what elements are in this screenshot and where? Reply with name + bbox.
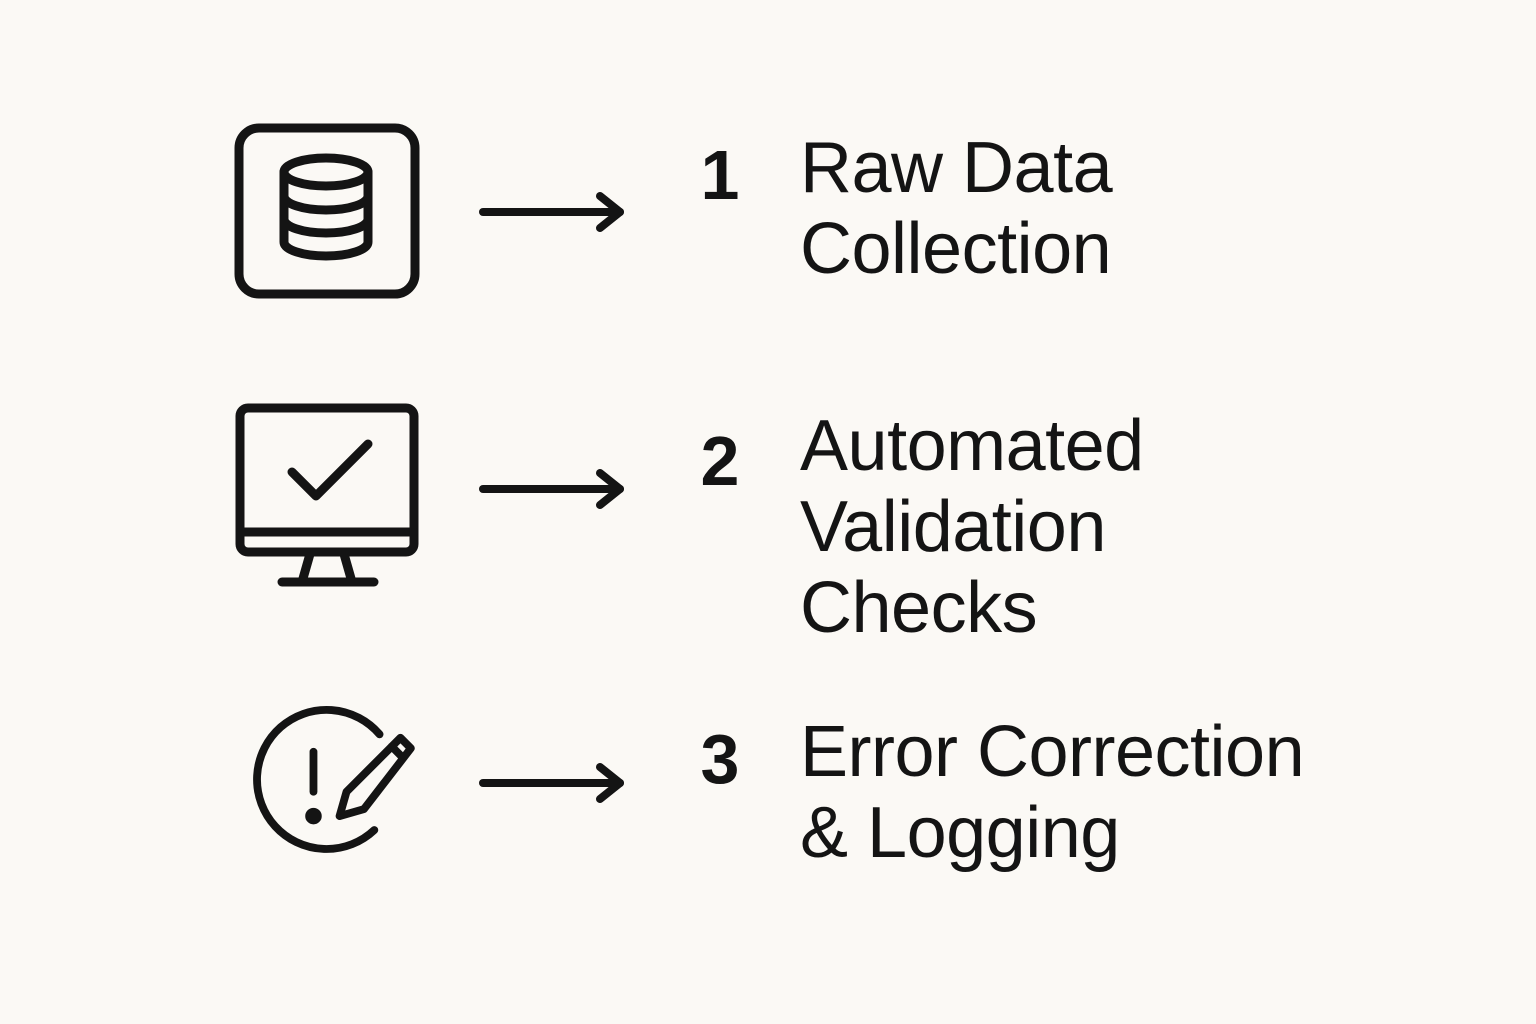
step-label-line: Raw Data	[800, 128, 1113, 208]
step-label: Automated Validation Checks	[800, 406, 1500, 649]
arrow-right-icon	[478, 763, 630, 803]
step-number: 1	[700, 136, 740, 214]
step-label-line: Collection	[800, 209, 1112, 289]
arrow-right-icon	[478, 192, 630, 232]
step-label-line: Validation	[800, 487, 1106, 567]
step-label-line: Automated	[800, 406, 1144, 486]
step-label-line: & Logging	[800, 793, 1120, 873]
step-number: 3	[700, 720, 740, 798]
alert-edit-icon	[230, 690, 430, 890]
monitor-checkmark-icon	[230, 394, 430, 594]
step-label: Raw Data Collection	[800, 128, 1500, 290]
step-label: Error Correction & Logging	[800, 712, 1500, 874]
step-number: 2	[700, 422, 740, 500]
step-label-line: Checks	[800, 568, 1038, 648]
step-label-line: Error Correction	[800, 712, 1305, 792]
arrow-right-icon	[478, 469, 630, 509]
database-icon	[230, 112, 430, 312]
